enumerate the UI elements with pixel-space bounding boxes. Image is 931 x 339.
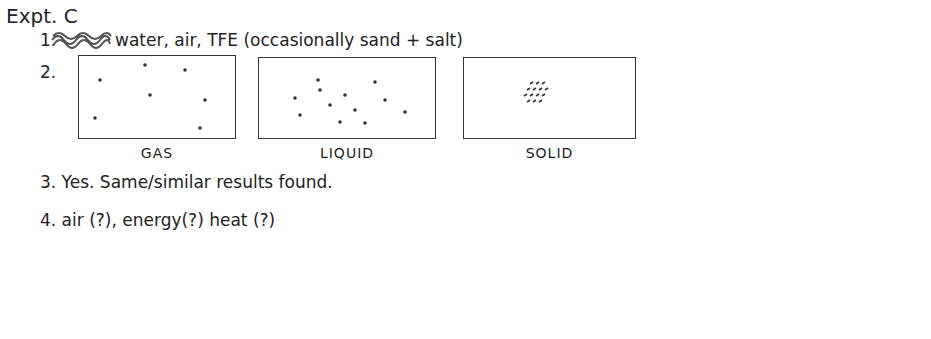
note-text: water, air, TFE (occasionally sand + sal… (115, 30, 463, 50)
solid-particles (524, 82, 548, 102)
box-outline (463, 57, 636, 139)
note-text: 1. (40, 30, 56, 50)
box-label: SOLID (463, 145, 636, 161)
particle-dots (93, 63, 407, 130)
state-box: SOLID (463, 57, 636, 161)
scribble (52, 33, 111, 48)
note-text: 3. Yes. Same/similar results found. (40, 172, 333, 192)
box-label: GAS (78, 145, 236, 161)
page-title: Expt. C (6, 4, 78, 28)
note-text: 4. air (?), energy(?) heat (?) (40, 210, 275, 230)
state-box: GAS (78, 55, 236, 161)
box-outline (78, 55, 236, 139)
state-box: LIQUID (258, 57, 436, 161)
note-text: 2. (40, 62, 56, 82)
box-label: LIQUID (258, 145, 436, 161)
box-outline (258, 57, 436, 139)
